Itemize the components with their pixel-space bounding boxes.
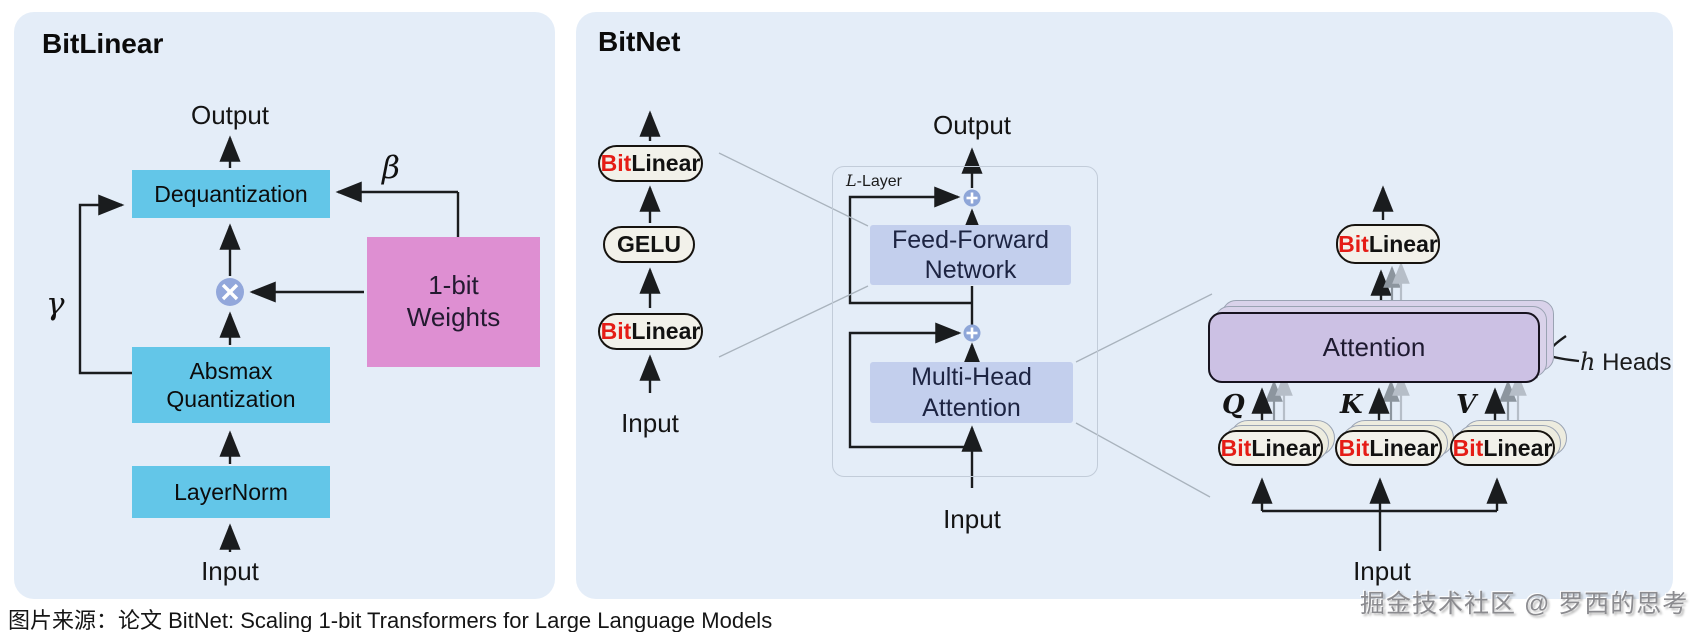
- output-label: Output: [190, 100, 270, 130]
- l-layer-container: [832, 166, 1098, 477]
- k-label: K: [1340, 390, 1363, 420]
- bitlinear-title: BitLinear: [42, 28, 164, 59]
- bitnet-title: BitNet: [598, 26, 681, 57]
- gamma-label: γ: [46, 286, 65, 322]
- absmax-quantization-box: Absmax Quantization: [132, 347, 330, 423]
- input-label: Input: [201, 556, 259, 586]
- q-label: Q: [1222, 390, 1245, 420]
- image-source-caption: 图片来源：论文 BitNet: Scaling 1-bit Transforme…: [8, 608, 773, 632]
- gelu-pill: GELU: [603, 226, 695, 263]
- dequantization-box: Dequantization: [132, 170, 330, 218]
- layernorm-box: LayerNorm: [132, 466, 330, 518]
- attention-box: Attention: [1208, 312, 1540, 383]
- multi-head-attention-box: Multi-Head Attention: [870, 362, 1073, 423]
- beta-label: β: [382, 150, 400, 186]
- input-label: Input: [1353, 556, 1411, 586]
- v-label: V: [1456, 390, 1477, 420]
- one-bit-weights-box: 1-bit Weights: [367, 237, 540, 367]
- feed-forward-network-box: Feed-Forward Network: [870, 225, 1071, 285]
- watermark: 掘金技术社区 @ 罗西的思考: [1360, 590, 1689, 618]
- input-label: Input: [621, 408, 679, 438]
- l-layer-label: L-Layer: [846, 171, 902, 190]
- h-heads-label: h Heads: [1580, 348, 1672, 376]
- input-label: Input: [943, 504, 1001, 534]
- output-label: Output: [932, 110, 1012, 140]
